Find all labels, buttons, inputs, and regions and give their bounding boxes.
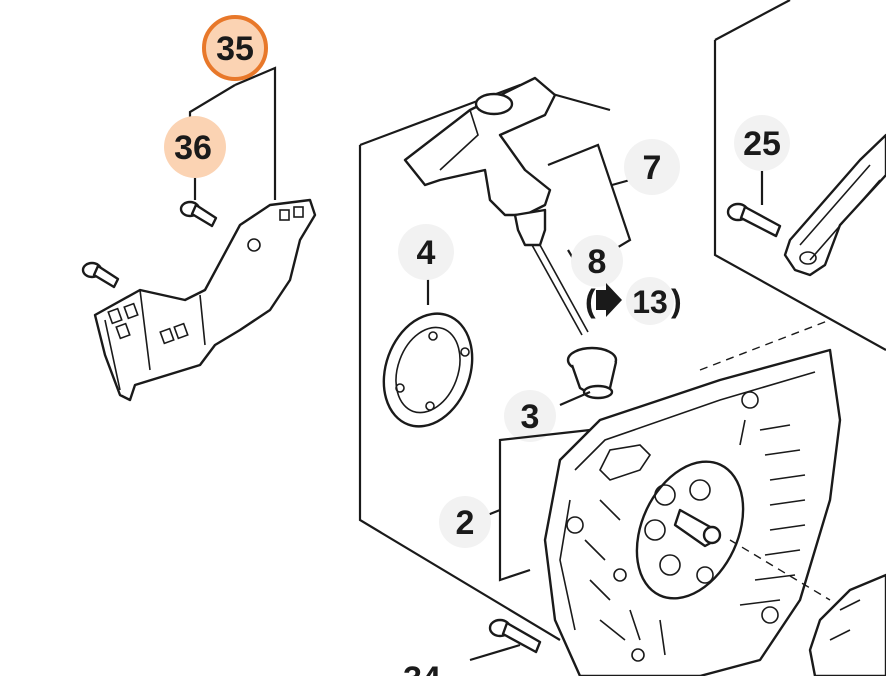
callout-8-halo	[571, 235, 623, 287]
callout-2-halo	[439, 496, 491, 548]
alignment-line-bottom	[729, 539, 831, 601]
callout-34: 34	[403, 660, 441, 676]
starter-rope-edge	[539, 244, 589, 333]
adjacent-part-edge	[808, 573, 886, 676]
callout-8: 8	[588, 243, 607, 281]
callout-3: 3	[521, 398, 540, 436]
callout-25: 25	[743, 125, 781, 163]
screw-25	[726, 202, 782, 238]
callout-4: 4	[417, 234, 436, 272]
group-frame-right	[713, 40, 886, 351]
leader-35-right	[234, 66, 277, 200]
callout-2: 2	[456, 504, 475, 542]
ref-13[interactable]: ( 13 )	[585, 277, 682, 325]
callout-35: 35	[216, 30, 254, 68]
svg-text:(: (	[585, 283, 596, 319]
callout-3-halo	[504, 390, 556, 442]
screw-34	[488, 618, 542, 654]
fan-housing	[543, 348, 842, 676]
rope-guide-bushing	[566, 346, 618, 400]
starter-rope	[531, 244, 583, 336]
leader-34	[469, 643, 521, 662]
screw-36	[179, 200, 218, 228]
callout-13: 13	[632, 284, 668, 320]
washer-disc	[382, 312, 474, 428]
callout-4-halo	[398, 224, 454, 280]
callout-36-disc[interactable]	[164, 116, 226, 178]
lever-arm	[783, 133, 886, 277]
screw-bracket	[81, 261, 120, 289]
group-frame-right-top	[714, 0, 791, 41]
callout-36: 36	[174, 129, 212, 167]
leader-3	[559, 390, 591, 407]
leader-7-tick	[611, 178, 631, 187]
svg-text:): )	[671, 283, 682, 319]
callout-25-halo	[734, 115, 790, 171]
bracket-part	[93, 198, 317, 402]
alignment-line-top	[699, 319, 831, 371]
callout-7-halo	[624, 139, 680, 195]
group-frame-left	[358, 145, 561, 641]
callout-35-ring[interactable]	[202, 15, 268, 81]
starter-handle	[403, 76, 557, 247]
arrow-right-icon	[596, 283, 622, 317]
leader-35-left	[188, 84, 236, 120]
callout-7: 7	[643, 149, 662, 187]
